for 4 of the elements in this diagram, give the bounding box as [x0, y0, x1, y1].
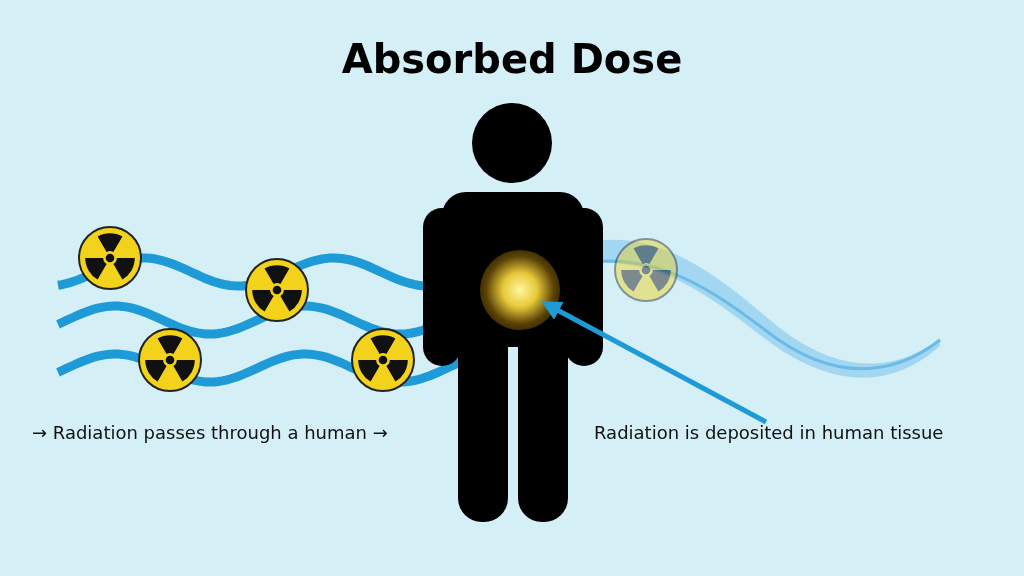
diagram-title: Absorbed Dose: [340, 36, 684, 82]
arrow: [541, 301, 768, 425]
caption-text: Radiation is deposited in human tissue: [594, 422, 945, 443]
caption-text: → Radiation passes through a human →: [32, 422, 388, 443]
